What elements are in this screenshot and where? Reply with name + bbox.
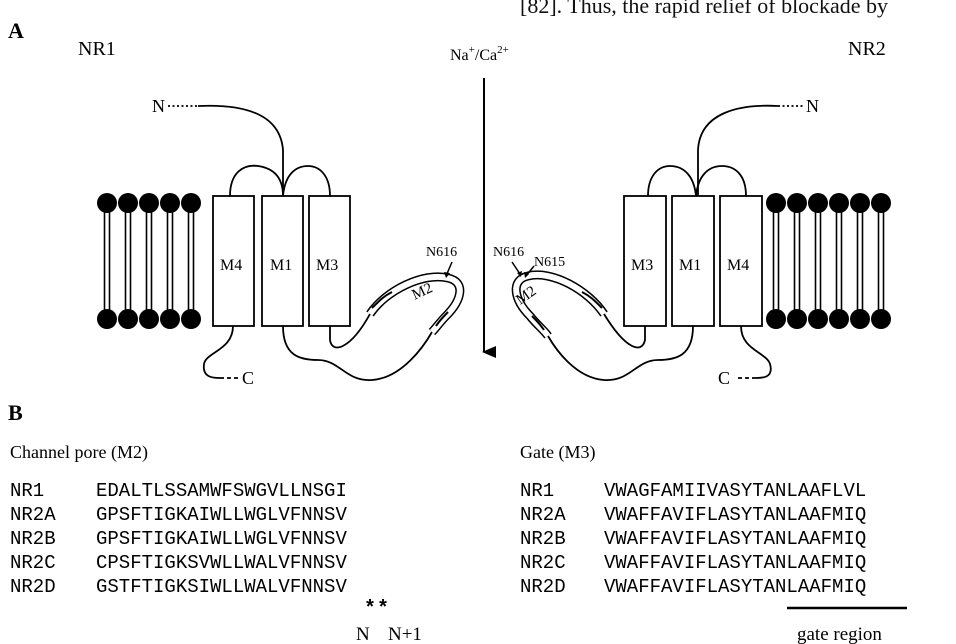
pore-row: NR1 EDALTLSSAMWFSWGVLLNSGI (10, 480, 347, 502)
pore-row-sequence: GSTFTIGKSIWLLWALVFNNSV (96, 576, 347, 598)
nr2-c-terminus-label: C (718, 368, 730, 388)
nr1-lipid-bilayer (97, 193, 201, 329)
gate-row: NR2A VWAFFAVIFLASYTANLAAFMIQ (520, 504, 866, 526)
lipid-head (97, 193, 117, 213)
nr2-m1-label: M1 (679, 257, 701, 274)
nr1-n616-label: N616 (426, 245, 457, 260)
lipid-head (118, 309, 138, 329)
lipid-head (787, 309, 807, 329)
n-plus-1-site-label: N+1 (388, 624, 422, 644)
nr1-m3-label: M3 (316, 257, 338, 274)
nr2-n616-label: N616 (493, 245, 524, 260)
pore-row-name: NR2B (10, 528, 56, 550)
pore-row: NR2A GPSFTIGKAIWLLWGLVFNNSV (10, 504, 347, 526)
gate-alignment-table: NR1 VWAGFAMIIVASYTANLAAFLVL NR2A VWAFFAV… (520, 480, 866, 598)
nr2-n616-pointer (512, 262, 520, 274)
panel-a-label: A (8, 18, 24, 43)
pore-row-sequence: EDALTLSSAMWFSWGVLLNSGI (96, 480, 347, 502)
lipid-head (160, 193, 180, 213)
nr1-m2-pore-loop (370, 277, 460, 332)
lipid-head (829, 309, 849, 329)
lipid-head (871, 309, 891, 329)
nr1-m4-m1-loop (230, 166, 283, 196)
nr2-c-terminus-chain (741, 326, 771, 378)
gate-row-name: NR1 (520, 480, 554, 502)
nr1-n-terminus-chain (198, 106, 283, 196)
gate-row: NR2D VWAFFAVIFLASYTANLAAFMIQ (520, 576, 866, 598)
nr2-m3-m1-loop (648, 166, 696, 196)
pore-title: Channel pore (M2) (10, 442, 148, 463)
gate-row: NR1 VWAGFAMIIVASYTANLAAFLVL (520, 480, 866, 502)
nr1-m4-label: M4 (220, 257, 242, 274)
lipid-head (181, 309, 201, 329)
panel-b-label: B (8, 400, 23, 425)
pore-row-sequence: GPSFTIGKAIWLLWGLVFNNSV (96, 504, 347, 526)
lipid-head (850, 309, 870, 329)
nr2-n-terminus-chain (698, 106, 778, 196)
lipid-head (181, 193, 201, 213)
gate-row-sequence: VWAFFAVIFLASYTANLAAFMIQ (604, 552, 866, 574)
pore-row-sequence: GPSFTIGKAIWLLWGLVFNNSV (96, 528, 347, 550)
nr2-n615-label: N615 (534, 255, 565, 270)
gate-region-label: gate region (797, 624, 882, 644)
pore-row: NR2B GPSFTIGKAIWLLWGLVFNNSV (10, 528, 347, 550)
ion-flow-label: Na+/Ca2+ (450, 44, 509, 64)
gate-row-sequence: VWAFFAVIFLASYTANLAAFMIQ (604, 528, 866, 550)
lipid-head (118, 193, 138, 213)
nr1-c-terminus-chain (204, 326, 233, 378)
gate-row: NR2B VWAFFAVIFLASYTANLAAFMIQ (520, 528, 866, 550)
lipid-head (829, 193, 849, 213)
header-text-fragment: [82]. Thus, the rapid relief of blockade… (520, 0, 888, 18)
lipid-head (97, 309, 117, 329)
pore-row-name: NR2D (10, 576, 56, 598)
gate-title: Gate (M3) (520, 442, 595, 463)
n-site-label: N (356, 624, 370, 644)
lipid-head (139, 309, 159, 329)
pore-row-sequence: CPSFTIGKSVWLLWALVFNNSV (96, 552, 347, 574)
pore-row: NR2C CPSFTIGKSVWLLWALVFNNSV (10, 552, 347, 574)
lipid-head (808, 309, 828, 329)
nr2-m1-m4-loop (696, 166, 746, 196)
pore-row-name: NR1 (10, 480, 44, 502)
gate-row-name: NR2A (520, 504, 566, 526)
pore-alignment-table: NR1 EDALTLSSAMWFSWGVLLNSGI NR2A GPSFTIGK… (10, 480, 347, 598)
gate-row: NR2C VWAFFAVIFLASYTANLAAFMIQ (520, 552, 866, 574)
nr2-subunit-label: NR2 (848, 38, 886, 60)
pore-row-name: NR2C (10, 552, 56, 574)
lipid-head (160, 309, 180, 329)
nr2-lipid-bilayer (766, 193, 891, 329)
gate-row-sequence: VWAFFAVIFLASYTANLAAFMIQ (604, 504, 866, 526)
lipid-head (787, 193, 807, 213)
nr1-subunit-label: NR1 (78, 38, 116, 60)
lipid-head (871, 193, 891, 213)
pore-row: NR2D GSTFTIGKSIWLLWALVFNNSV (10, 576, 347, 598)
pore-row-name: NR2A (10, 504, 56, 526)
gate-row-name: NR2C (520, 552, 566, 574)
lipid-head (808, 193, 828, 213)
gate-row-name: NR2B (520, 528, 566, 550)
gate-row-sequence: VWAGFAMIIVASYTANLAAFLVL (604, 480, 866, 502)
asparagine-asterisks: ** (364, 598, 390, 621)
lipid-head (850, 193, 870, 213)
nr1-m1-label: M1 (270, 257, 292, 274)
nr2-m3-label: M3 (631, 257, 653, 274)
nr2-m4-label: M4 (727, 257, 749, 274)
nr2-m1-m2-linker (548, 326, 693, 380)
nr1-m1-m3-loop (283, 166, 330, 196)
nr1-n-terminus-label: N (152, 96, 165, 116)
lipid-head (766, 309, 786, 329)
lipid-head (766, 193, 786, 213)
lipid-head (139, 193, 159, 213)
gate-row-sequence: VWAFFAVIFLASYTANLAAFMIQ (604, 576, 866, 598)
nr1-c-terminus-label: C (242, 368, 254, 388)
nr2-n-terminus-label: N (806, 96, 819, 116)
gate-row-name: NR2D (520, 576, 566, 598)
